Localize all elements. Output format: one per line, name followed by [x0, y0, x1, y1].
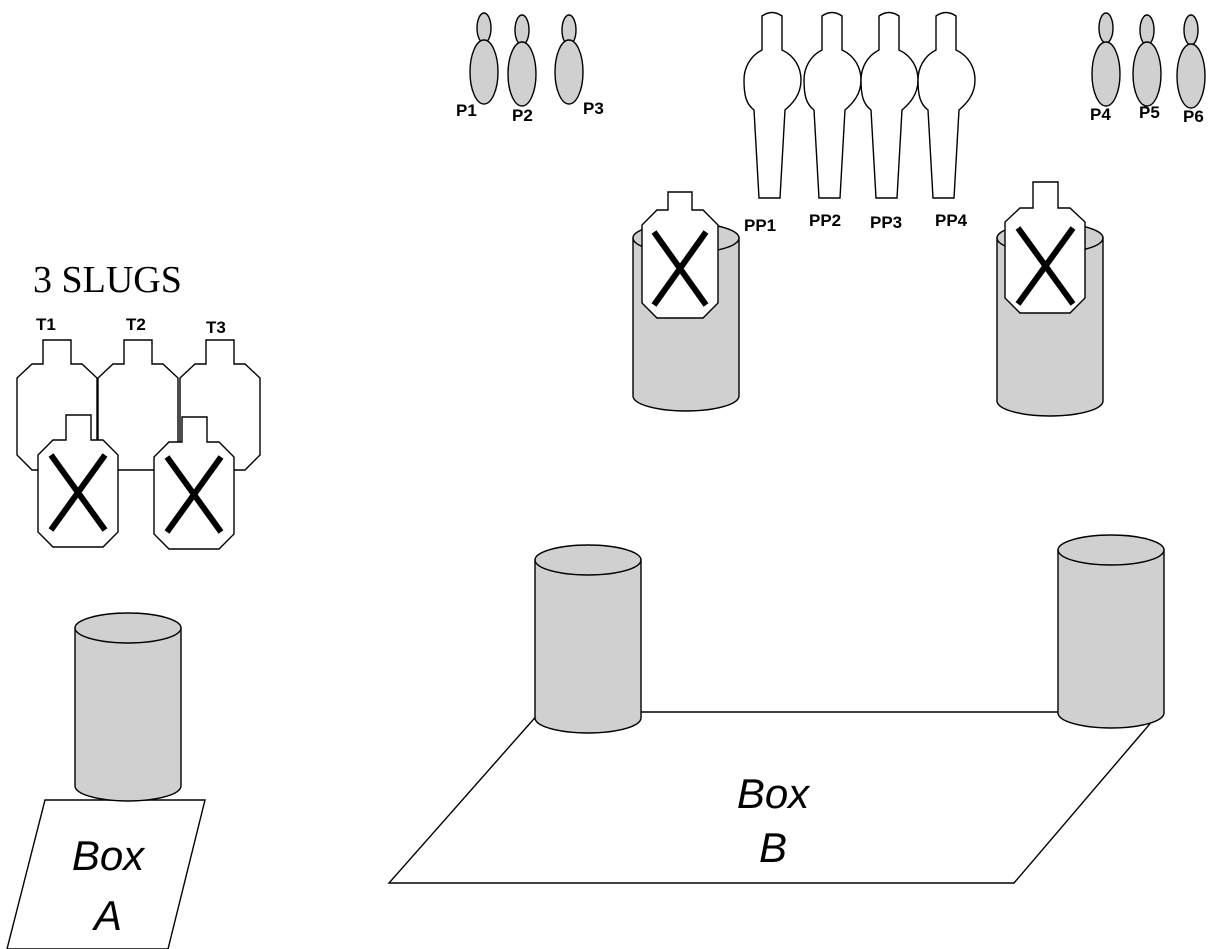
no-shoot-x-mark — [48, 453, 108, 532]
popper-pp1 — [743, 11, 802, 199]
no-shoot-x-mark — [651, 230, 709, 307]
no-shoot-target-right — [1004, 181, 1086, 314]
barrel-box-b-right — [1057, 534, 1165, 729]
box-a-label-line1: Box — [72, 832, 146, 879]
popper-pp3 — [860, 11, 919, 199]
popper-group: PP1 PP2 PP3 PP4 — [743, 11, 976, 235]
pin-group-right: P4 P5 P6 — [1090, 12, 1206, 126]
box-a-label-line2: A — [91, 892, 122, 939]
pin-label-p4: P4 — [1090, 105, 1111, 124]
popper-label-pp1: PP1 — [744, 216, 776, 235]
pin-p2 — [507, 14, 537, 107]
no-shoot-x-mark — [1015, 226, 1076, 306]
target-label-t1: T1 — [36, 315, 56, 334]
slug-target-group: T1 T2 T3 — [16, 315, 261, 550]
popper-pp2 — [803, 11, 862, 199]
popper-label-pp2: PP2 — [809, 211, 841, 230]
shooting-box-a: Box A — [6, 799, 206, 949]
pin-p1 — [469, 12, 499, 105]
no-shoot-target-left — [641, 191, 719, 319]
pin-label-p5: P5 — [1139, 103, 1160, 122]
no-shoot-target-slug-right — [153, 416, 235, 550]
pin-label-p1: P1 — [456, 101, 477, 120]
slugs-title: 3 SLUGS — [33, 259, 182, 301]
target-label-t3: T3 — [206, 318, 226, 337]
pin-p6 — [1176, 14, 1206, 109]
shooting-box-b: Box B — [387, 711, 1162, 884]
barrel-box-b-left — [534, 544, 642, 734]
no-shoot-x-mark — [164, 455, 224, 534]
pin-label-p2: P2 — [512, 106, 533, 125]
popper-label-pp4: PP4 — [935, 211, 968, 230]
target-label-t2: T2 — [126, 315, 146, 334]
box-b-label-line2: B — [759, 824, 787, 871]
pin-p3 — [554, 14, 584, 105]
popper-pp4 — [917, 11, 976, 199]
no-shoot-target-slug-left — [37, 414, 119, 548]
pin-label-p3: P3 — [583, 99, 604, 118]
pin-p5 — [1132, 14, 1162, 107]
pin-label-p6: P6 — [1183, 107, 1204, 126]
barrel-box-a — [74, 612, 182, 802]
pin-p4 — [1091, 12, 1121, 107]
popper-label-pp3: PP3 — [870, 213, 902, 232]
box-b-label-line1: Box — [737, 770, 811, 817]
pin-group-left: P1 P2 P3 — [456, 12, 604, 125]
barrel-noshoot-left — [632, 191, 740, 412]
barrel-noshoot-right — [996, 181, 1104, 417]
